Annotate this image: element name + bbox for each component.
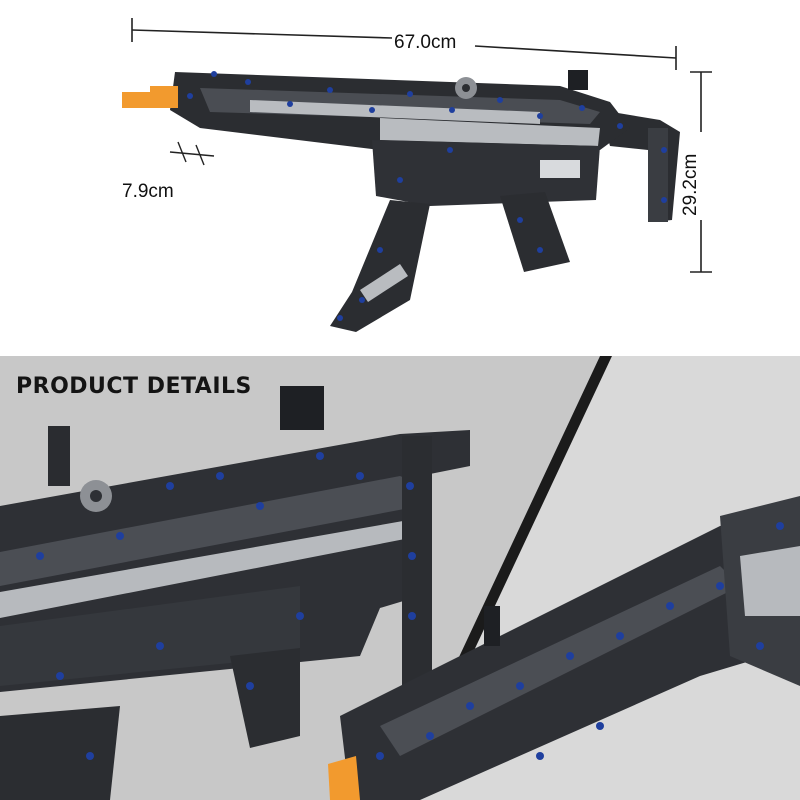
receiver-closeup [0,386,470,800]
width-dimension-line [169,141,215,166]
product-details-photos [0,356,800,800]
height-dimension-line [690,71,712,273]
gun-model [122,70,680,332]
product-details-section: PRODUCT DETAILS [0,356,800,800]
length-label: 67.0cm [394,32,457,53]
height-label: 29.2cm [680,153,701,216]
product-overview: 67.0cm 7.9cm 29.2cm [0,0,800,356]
width-label: 7.9cm [122,181,174,202]
barrel-closeup [328,496,800,800]
length-dimension-line [131,18,677,70]
product-overview-drawing [122,18,712,332]
product-details-title: PRODUCT DETAILS [16,374,252,399]
